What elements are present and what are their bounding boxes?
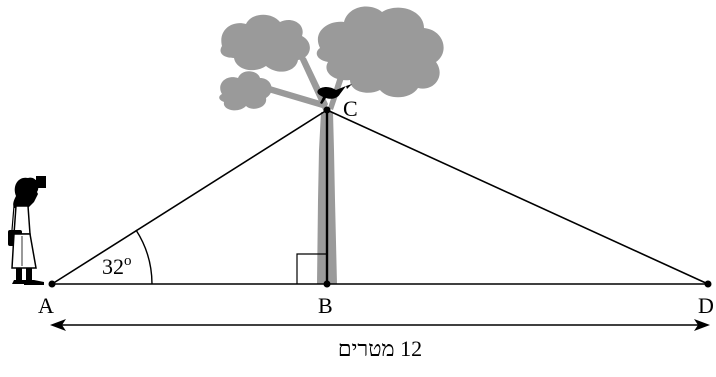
dimension-arrow — [50, 319, 710, 331]
angle-value: 32 — [102, 254, 124, 279]
point-C — [323, 106, 331, 114]
triangle-lines — [51, 109, 709, 285]
point-D — [704, 280, 712, 288]
label-B: B — [318, 293, 333, 318]
point-A — [48, 280, 56, 288]
label-C: C — [343, 96, 358, 121]
dimension-label: 12 מטרים — [338, 336, 422, 361]
point-B — [323, 280, 331, 288]
label-A: A — [38, 293, 54, 318]
points — [48, 106, 712, 288]
segment-AC — [51, 109, 328, 285]
segment-CD — [326, 109, 709, 285]
angle-arc-A — [135, 229, 153, 285]
label-D: D — [698, 293, 714, 318]
right-angle-marker — [296, 253, 327, 284]
person-with-binoculars-icon — [8, 176, 46, 285]
angle-label: 32o — [102, 253, 132, 279]
degree-mark: o — [124, 253, 132, 269]
bird-icon — [317, 84, 352, 104]
tree-icon — [219, 6, 444, 284]
